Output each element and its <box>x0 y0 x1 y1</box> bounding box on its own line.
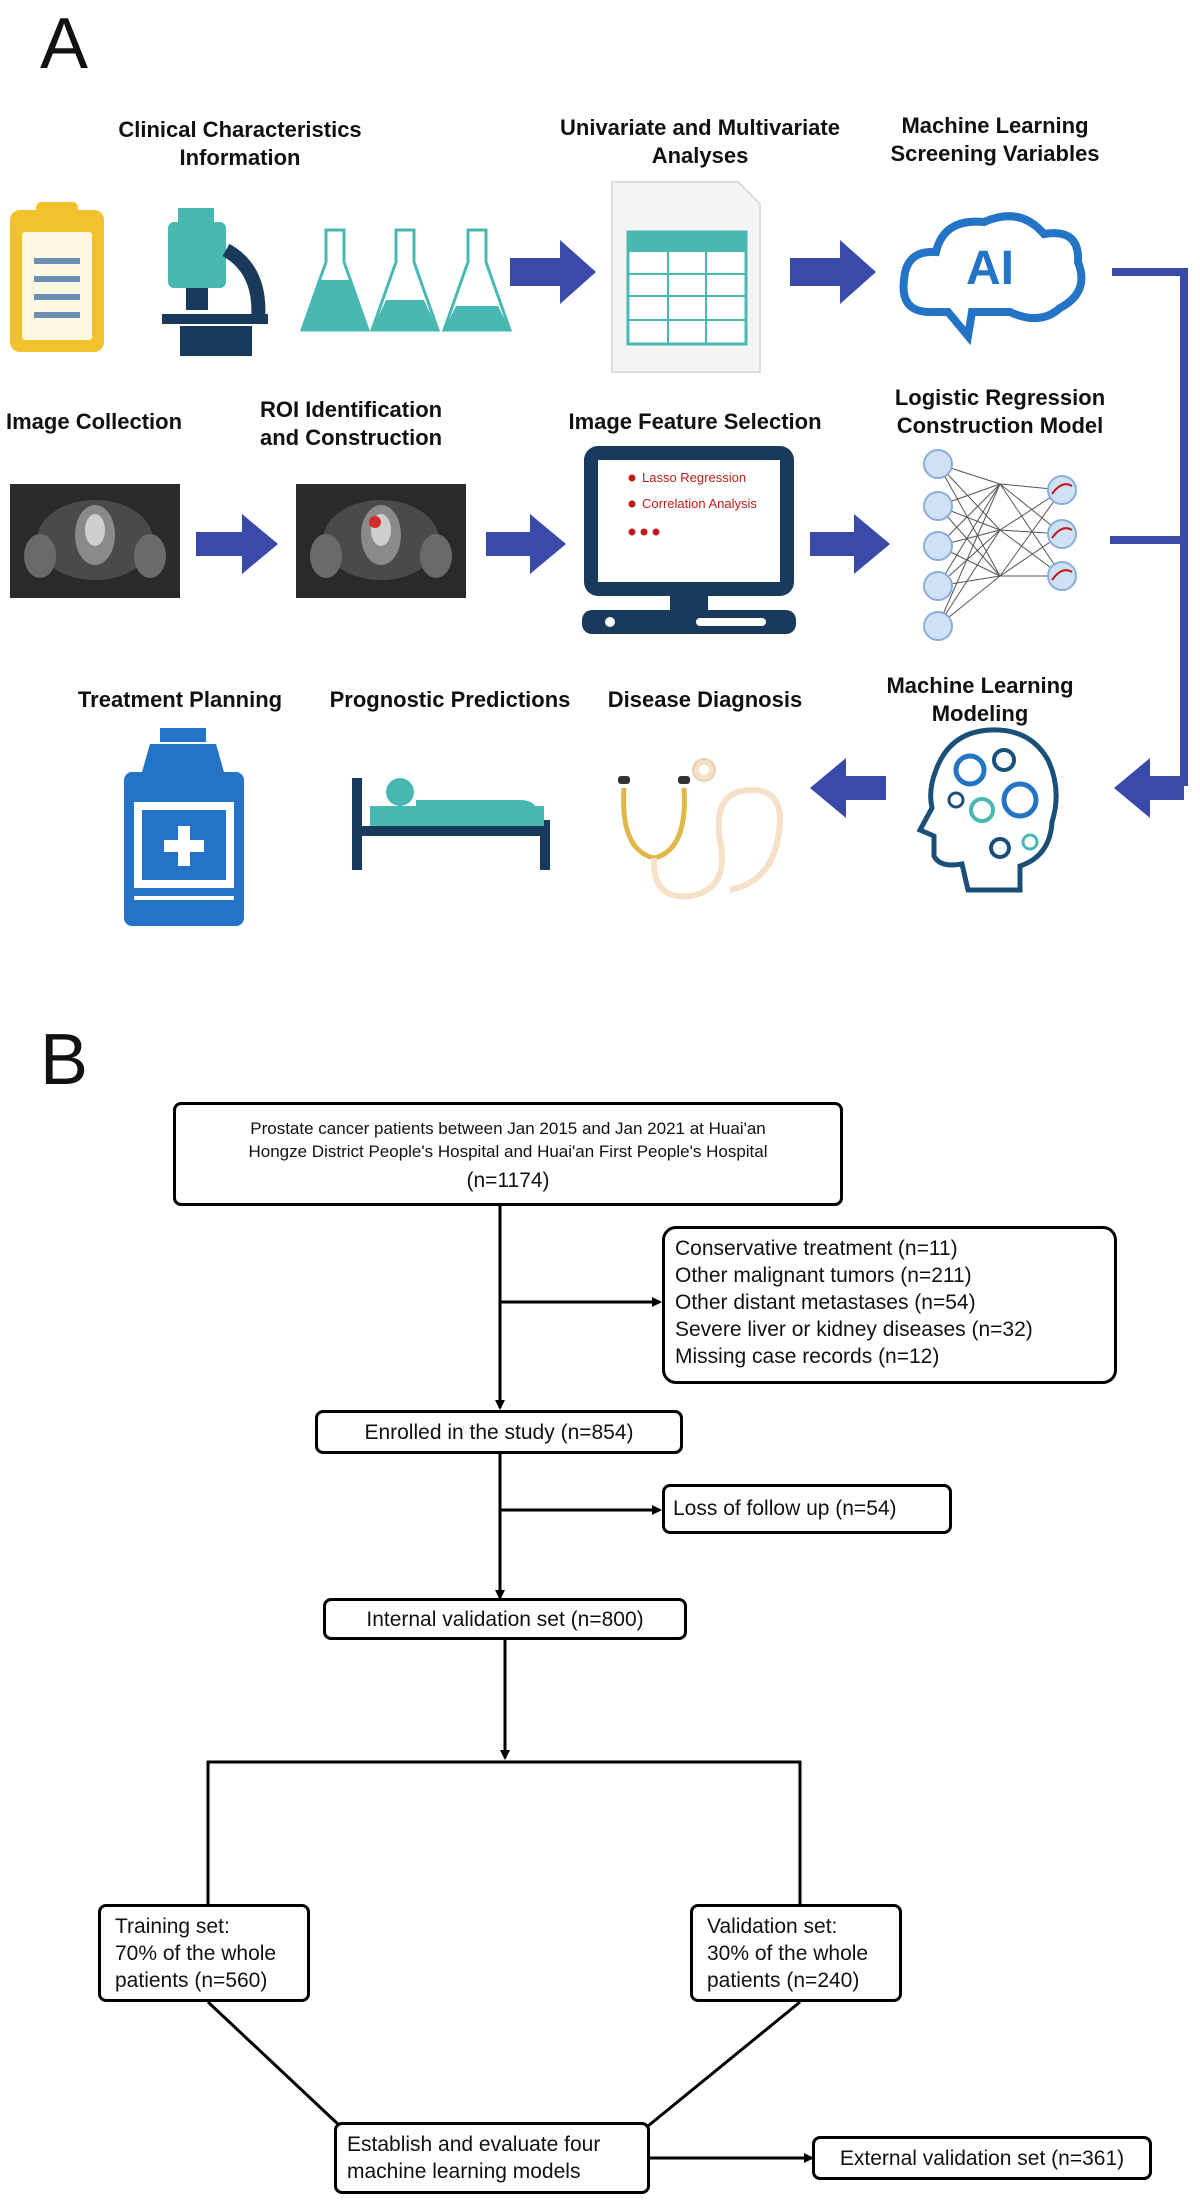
ai-text: AI <box>966 242 1014 295</box>
training-line: patients (n=560) <box>115 1969 268 1992</box>
stethoscope-icon <box>618 758 784 900</box>
establish-line: machine learning models <box>347 2160 581 2183</box>
hospital-bed-icon <box>352 778 550 870</box>
mri-roi-image <box>296 484 466 598</box>
bracket-connector <box>1112 268 1188 786</box>
training-line: 70% of the whole <box>115 1942 277 1965</box>
validation-line: Validation set: <box>707 1915 838 1938</box>
label-feature-selection: Image Feature Selection <box>568 409 822 434</box>
flask-icon <box>299 228 513 332</box>
spreadsheet-icon <box>611 181 761 373</box>
arrow-right-1 <box>510 240 596 304</box>
arrow-left-1 <box>1114 758 1184 818</box>
label-univariate: Univariate and Multivariate Analyses <box>560 115 840 168</box>
establish-line: Establish and evaluate four <box>347 2133 601 2156</box>
source-count: (n=1174) <box>466 1169 550 1192</box>
correlation-text: Correlation Analysis <box>642 496 757 511</box>
source-population-box: Prostate cancer patients between Jan 201… <box>173 1102 843 1206</box>
label-clinical: Clinical Characteristics Information <box>118 117 362 170</box>
source-line-2: Hongze District People's Hospital and Hu… <box>248 1142 768 1161</box>
mri-image <box>10 484 180 598</box>
validation-line: patients (n=240) <box>707 1969 860 1992</box>
arrow-right-3 <box>196 514 278 574</box>
exclusion-box: Conservative treatment (n=11) Other mali… <box>662 1226 1117 1384</box>
exclusion-item: Conservative treatment (n=11) <box>675 1237 958 1260</box>
arrow-left-2 <box>810 758 886 818</box>
enrolled-box: Enrolled in the study (n=854) <box>315 1410 683 1454</box>
loss-followup-box: Loss of follow up (n=54) <box>662 1484 952 1534</box>
label-diagnosis: Disease Diagnosis <box>607 687 803 712</box>
exclusion-item: Severe liver or kidney diseases (n=32) <box>675 1318 1033 1341</box>
panel-a-graphics: AI <box>10 181 1188 926</box>
ai-cloud-icon <box>899 212 1086 346</box>
label-treatment: Treatment Planning <box>77 687 283 712</box>
label-roi: ROI Identification and Construction <box>260 397 443 450</box>
external-validation-box: External validation set (n=361) <box>812 2136 1152 2180</box>
computer-icon <box>582 446 796 634</box>
clipboard-icon <box>10 202 104 352</box>
label-ml-modeling: Machine Learning Modeling <box>886 673 1074 726</box>
training-set-box: Training set: 70% of the whole patients … <box>98 1904 310 2002</box>
exclusion-item: Other malignant tumors (n=211) <box>675 1264 972 1287</box>
source-line-1: Prostate cancer patients between Jan 201… <box>250 1119 766 1138</box>
validation-line: 30% of the whole <box>707 1942 869 1965</box>
label-logistic: Logistic Regression Construction Model <box>894 385 1106 438</box>
label-ml-screening: Machine Learning Screening Variables <box>890 113 1100 166</box>
panel-b-letter: B <box>40 1020 89 1100</box>
lasso-text: Lasso Regression <box>642 470 746 485</box>
exclusion-item: Missing case records (n=12) <box>675 1345 940 1368</box>
internal-validation-box: Internal validation set (n=800) <box>323 1598 687 1640</box>
validation-set-box: Validation set: 30% of the whole patient… <box>690 1904 902 2002</box>
exclusion-item: Other distant metastases (n=54) <box>675 1291 976 1314</box>
label-prognostic: Prognostic Predictions <box>329 687 571 712</box>
panel-a-letter: A <box>40 4 89 84</box>
medicine-bottle-icon <box>124 728 244 926</box>
arrow-right-4 <box>486 514 566 574</box>
brain-gears-icon <box>916 727 1059 893</box>
arrow-right-2 <box>790 240 876 304</box>
label-image-collection: Image Collection <box>6 409 183 434</box>
neural-nodes <box>923 449 1077 641</box>
arrow-right-5 <box>810 514 890 574</box>
establish-models-box: Establish and evaluate four machine lear… <box>334 2122 650 2194</box>
training-line: Training set: <box>115 1915 230 1938</box>
microscope-icon <box>162 208 268 356</box>
